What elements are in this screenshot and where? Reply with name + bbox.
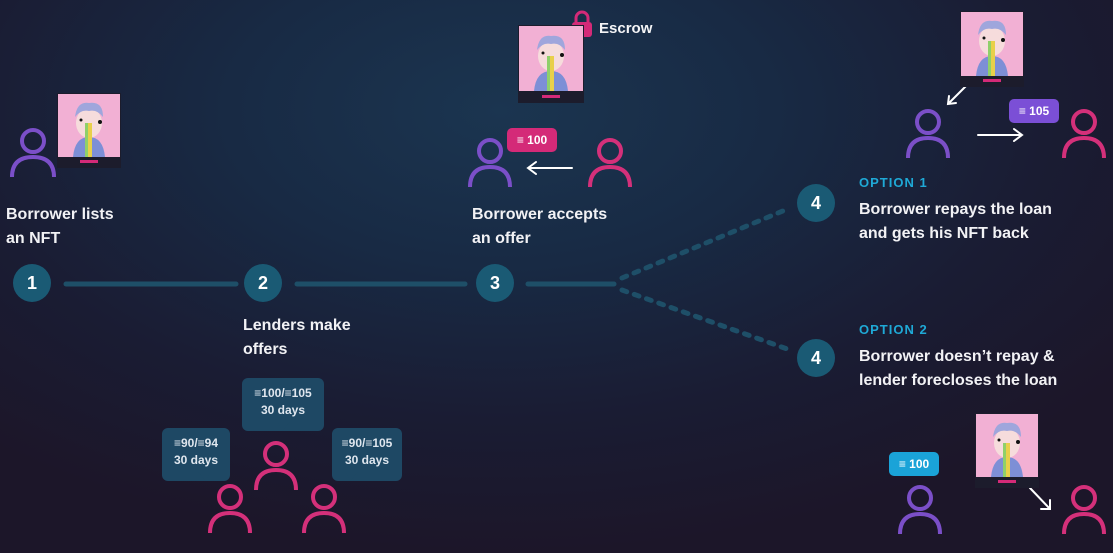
- step-4a-caption: Borrower repays the loan and gets his NF…: [859, 198, 1052, 246]
- step-3-caption-line1: Borrower accepts: [472, 206, 608, 223]
- foreclose-amount-bubble: ≡ 100: [889, 452, 939, 476]
- accepted-amount-bubble: ≡ 100: [507, 128, 557, 152]
- offer-1-term: 30 days: [260, 403, 306, 417]
- borrower-user-icon-step3: [468, 138, 512, 188]
- offer-tooltip-2: ≡90/≡94 30 days: [162, 428, 230, 481]
- offer-tooltip-1-tail: [278, 422, 290, 431]
- lender-user-icon-offer2: [208, 484, 252, 534]
- escrow-label: Escrow: [599, 20, 653, 37]
- offer-1-amount: ≡100/≡105: [254, 386, 312, 400]
- lender-user-icon-option1: [1062, 109, 1106, 159]
- step-4a-caption-line2: and gets his NFT back: [859, 225, 1029, 242]
- offer-tooltip-3-tail: [346, 472, 358, 481]
- option-1-label: OPTION 1: [859, 175, 928, 190]
- borrower-user-icon-option1: [906, 109, 950, 159]
- step-4a-circle: 4: [797, 184, 835, 222]
- step-1-caption-line2: an NFT: [6, 230, 61, 247]
- offer-2-amount: ≡90/≡94: [173, 436, 219, 450]
- step-2-caption-line1: Lenders make: [243, 317, 351, 334]
- lender-user-icon-option2: [1062, 485, 1106, 535]
- step-1-circle: 1: [13, 264, 51, 302]
- step-2-caption: Lenders make offers: [243, 314, 351, 362]
- step-4b-circle: 4: [797, 339, 835, 377]
- nft-card-repaid: [960, 11, 1024, 87]
- step-3-circle: 3: [476, 264, 514, 302]
- offer-3-term: 30 days: [344, 453, 390, 467]
- step-3-caption: Borrower accepts an offer: [472, 203, 607, 251]
- offer-tooltip-2-tail: [198, 472, 210, 481]
- offer-2-term: 30 days: [173, 453, 219, 467]
- step-2-caption-line2: offers: [243, 341, 288, 358]
- step-2-circle: 2: [244, 264, 282, 302]
- option-2-label: OPTION 2: [859, 322, 928, 337]
- lender-user-icon-offer1: [254, 441, 298, 491]
- offer-tooltip-3: ≡90/≡105 30 days: [332, 428, 402, 481]
- step-4a-caption-line1: Borrower repays the loan: [859, 201, 1052, 218]
- step-4b-caption: Borrower doesn’t repay & lender foreclos…: [859, 345, 1057, 393]
- step-4b-caption-line1: Borrower doesn’t repay &: [859, 348, 1055, 365]
- repay-amount-bubble: ≡ 105: [1009, 99, 1059, 123]
- nft-card-foreclosed: [975, 413, 1039, 488]
- step-1-caption-line1: Borrower lists: [6, 206, 114, 223]
- borrower-user-icon-option2: [898, 485, 942, 535]
- step-3-caption-line2: an offer: [472, 230, 531, 247]
- nft-card-escrow: [518, 25, 584, 103]
- lender-user-icon-step3: [588, 138, 632, 188]
- offer-3-amount: ≡90/≡105: [341, 436, 393, 450]
- borrower-user-icon: [10, 128, 56, 178]
- nft-card-listed: [57, 93, 121, 168]
- step-1-caption: Borrower lists an NFT: [6, 203, 114, 251]
- step-4b-caption-line2: lender forecloses the loan: [859, 372, 1058, 389]
- lender-user-icon-offer3: [302, 484, 346, 534]
